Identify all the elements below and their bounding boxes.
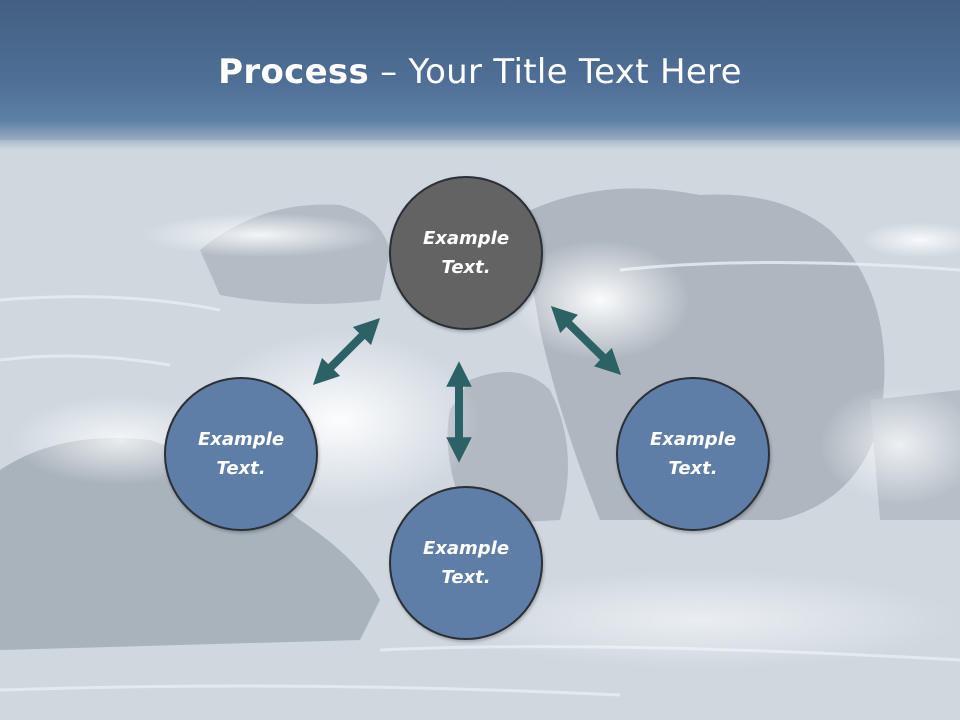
arrow-center-right (550, 306, 622, 375)
title-bold: Process (218, 52, 370, 92)
node-left-text: Example Text. (197, 429, 285, 479)
node-bottom-text: Example Text. (422, 538, 510, 588)
title-bar (0, 0, 960, 150)
node-center-text: Example Text. (422, 228, 510, 278)
node-right: Example Text. (616, 377, 770, 531)
node-left: Example Text. (164, 377, 318, 531)
node-center: Example Text. (389, 176, 543, 330)
arrow-center-left (312, 317, 381, 386)
node-bottom: Example Text. (389, 486, 543, 640)
node-right-text: Example Text. (649, 429, 737, 479)
slide-title: Process – Your Title Text Here (0, 52, 960, 92)
title-rest: – Your Title Text Here (369, 52, 742, 92)
